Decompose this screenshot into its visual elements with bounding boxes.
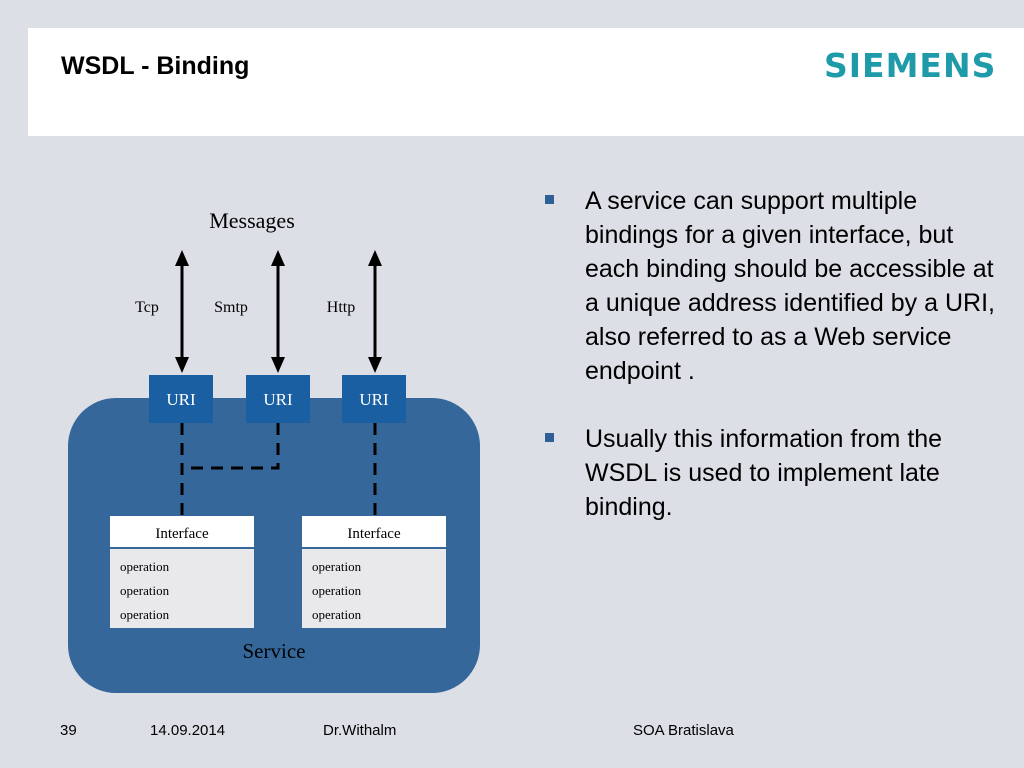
footer-date: 14.09.2014 <box>150 722 226 739</box>
slide-header: WSDL - Binding SIEMENS <box>28 28 1024 136</box>
uri-box-http <box>342 375 406 423</box>
operation-item: operation <box>312 583 362 598</box>
arrowhead-down-icon <box>175 357 189 373</box>
bullet-text: Usually this information from the WSDL i… <box>585 425 943 521</box>
uri-label: URI <box>359 390 389 409</box>
dashed-connector <box>182 423 280 470</box>
operation-item: operation <box>120 607 170 622</box>
arrowhead-up-icon <box>175 250 189 266</box>
siemens-logo: SIEMENS <box>824 46 997 85</box>
interface-box-left <box>110 516 254 628</box>
square-bullet-icon <box>545 433 554 442</box>
uri-label: URI <box>263 390 293 409</box>
bullet-item: A service can support multiple bindings … <box>545 184 1005 388</box>
interface-title: Interface <box>155 526 209 542</box>
uri-box-tcp <box>149 375 213 423</box>
interface-box-right <box>302 516 446 628</box>
bullet-text: A service can support multiple bindings … <box>585 187 995 385</box>
operation-item: operation <box>312 559 362 574</box>
operation-item: operation <box>120 583 170 598</box>
slide-title: WSDL - Binding <box>61 52 250 80</box>
arrowhead-down-icon <box>271 357 285 373</box>
bullet-list: A service can support multiple bindings … <box>545 184 1005 558</box>
operation-item: operation <box>312 607 362 622</box>
service-label: Service <box>243 639 306 663</box>
arrowhead-up-icon <box>271 250 285 266</box>
uri-label: URI <box>166 390 196 409</box>
footer-page-number: 39 <box>60 722 77 739</box>
footer-author: Dr.Withalm <box>323 722 397 739</box>
square-bullet-icon <box>545 195 554 204</box>
arrowhead-down-icon <box>368 357 382 373</box>
uri-box-smtp <box>246 375 310 423</box>
protocol-label-http: Http <box>327 299 355 316</box>
protocol-label-tcp: Tcp <box>135 299 159 316</box>
bullet-item: Usually this information from the WSDL i… <box>545 422 1005 524</box>
operation-item: operation <box>120 559 170 574</box>
footer-event: SOA Bratislava <box>633 722 734 739</box>
arrowhead-up-icon <box>368 250 382 266</box>
protocol-label-smtp: Smtp <box>214 299 248 316</box>
messages-label: Messages <box>209 208 295 233</box>
interface-title: Interface <box>347 526 401 542</box>
